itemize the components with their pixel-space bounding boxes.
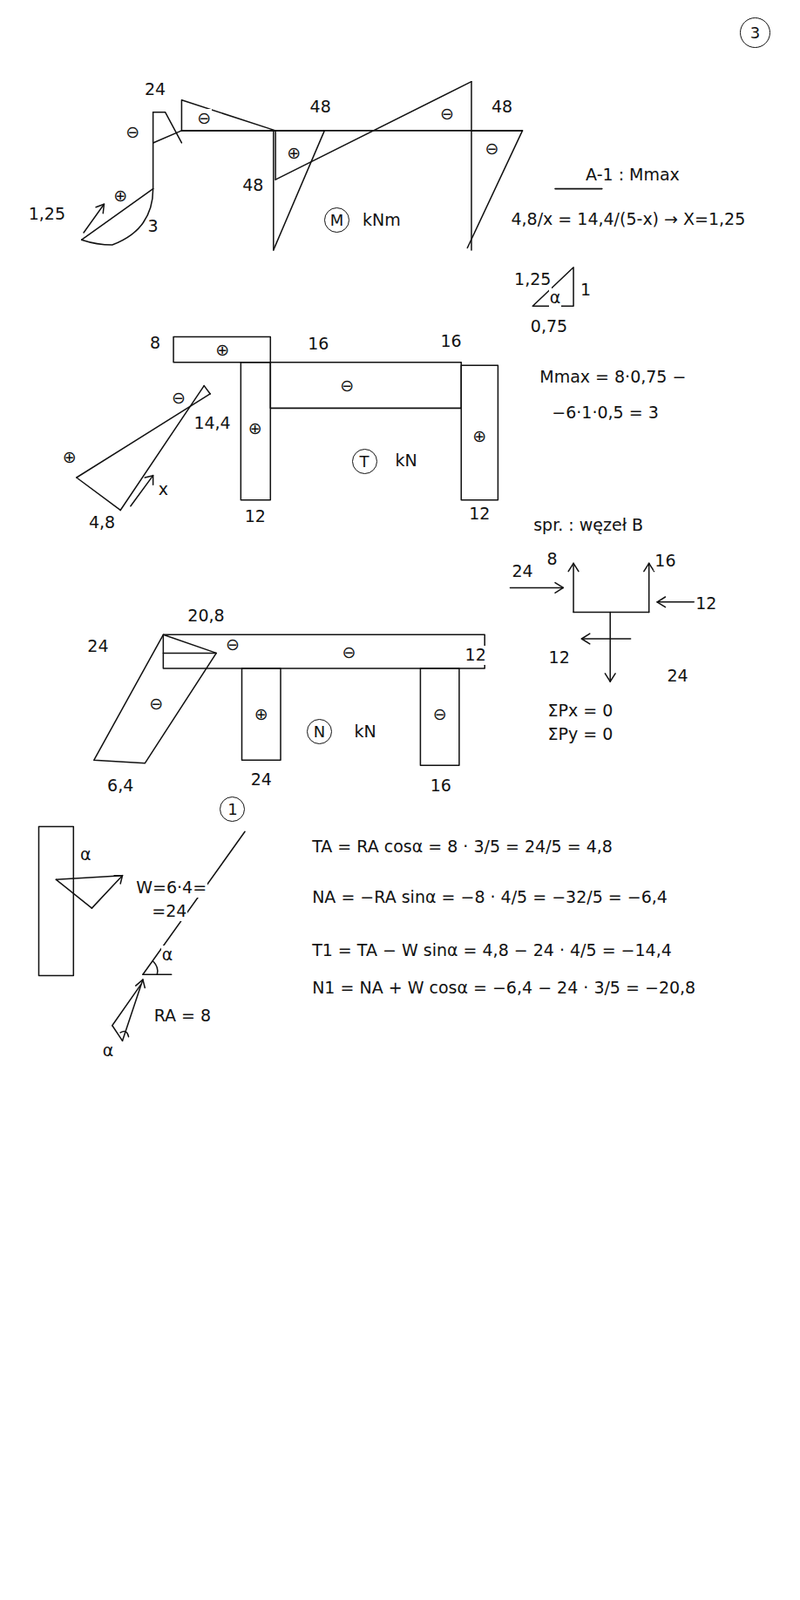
circled-label: 3: [739, 17, 771, 48]
value-label: 16: [439, 332, 462, 352]
value-label: ⊖: [439, 104, 455, 124]
value-label: ⊖: [148, 694, 164, 714]
value-label: ⊖: [196, 108, 212, 129]
equation-text: RA = 8: [153, 1006, 213, 1026]
value-label: 8: [545, 549, 558, 570]
value-label: ⊕: [247, 419, 264, 439]
value-label: ⊖: [170, 388, 187, 408]
value-label: 48: [309, 97, 333, 117]
circled-label: T: [352, 448, 378, 475]
value-label: kN: [393, 451, 418, 471]
equation-text: NA = −RA sinα = −8 · 4/5 = −32/5 = −6,4: [311, 888, 669, 908]
value-label: ⊕: [471, 427, 488, 447]
value-label: 3: [147, 216, 160, 237]
equation-text: TA = RA cosα = 8 · 3/5 = 24/5 = 4,8: [311, 837, 614, 857]
node-text: T: [359, 452, 370, 471]
value-label: ⊖: [432, 705, 448, 725]
value-label: ⊕: [61, 447, 78, 468]
node-text: 1: [227, 800, 238, 819]
value-label: α: [161, 945, 175, 965]
value-label: 6,4: [106, 776, 135, 796]
value-label: 24: [510, 562, 534, 582]
value-label: 1,25: [27, 204, 67, 224]
value-label: 1,25: [513, 270, 552, 290]
value-label: ⊕: [112, 186, 129, 206]
value-label: ⊖: [124, 122, 141, 143]
value-label: W=6·4=: [135, 878, 208, 898]
value-label: ⊖: [340, 643, 357, 663]
value-label: A-1 : Mmax: [584, 165, 681, 185]
value-label: ⊖: [483, 139, 500, 159]
value-label: 48: [241, 176, 265, 196]
equation-text: T1 = TA − W sinα = 4,8 − 24 · 4/5 = −14,…: [311, 941, 673, 961]
value-label: 8: [149, 333, 162, 353]
value-label: 0,75: [529, 317, 569, 337]
equation-text: 4,8/x = 14,4/(5-x) → X=1,25: [509, 210, 746, 230]
value-label: α: [101, 1041, 116, 1061]
circled-label: M: [324, 207, 350, 233]
value-label: ⊖: [338, 376, 355, 396]
value-label: 12: [464, 645, 488, 665]
value-label: ⊖: [224, 635, 241, 655]
circled-label: N: [306, 718, 333, 745]
value-label: 24: [143, 80, 167, 100]
equation-text: −6·1·0,5 = 3: [550, 403, 659, 423]
value-label: 1: [579, 280, 592, 300]
value-label: x: [157, 480, 170, 500]
value-label: kN: [353, 722, 378, 742]
value-label: 12: [244, 507, 267, 527]
value-label: 16: [306, 334, 330, 354]
circled-label: 1: [219, 796, 245, 822]
value-label: ⊕: [214, 340, 231, 360]
value-label: 24: [250, 770, 273, 790]
value-label: ⊕: [285, 143, 302, 163]
equation-text: spr. : węzeł B: [532, 515, 645, 536]
equation-text: ΣPx = 0: [547, 701, 615, 721]
value-label: α: [79, 845, 93, 865]
equation-text: Mmax = 8·0,75 −: [538, 367, 687, 387]
value-label: 24: [665, 666, 689, 686]
value-label: =24: [150, 901, 188, 922]
value-label: 12: [548, 648, 571, 668]
node-text: M: [330, 210, 345, 230]
value-label: 12: [694, 594, 718, 614]
value-label: 4,8: [88, 513, 116, 533]
value-label: 14,4: [192, 413, 231, 434]
equation-text: N1 = NA + W cosα = −6,4 − 24 · 3/5 = −20…: [311, 978, 697, 998]
value-label: kNm: [361, 210, 402, 231]
value-label: 20,8: [186, 606, 225, 626]
value-label: 24: [86, 637, 109, 657]
value-label: 16: [653, 551, 677, 571]
value-label: 48: [490, 97, 514, 117]
value-label: α: [549, 288, 563, 308]
node-text: N: [313, 722, 326, 741]
value-label: 16: [429, 776, 453, 796]
value-label: 12: [467, 504, 491, 524]
equation-text: ΣPy = 0: [547, 725, 615, 745]
value-label: ⊕: [253, 705, 270, 725]
node-text: 3: [750, 23, 760, 42]
